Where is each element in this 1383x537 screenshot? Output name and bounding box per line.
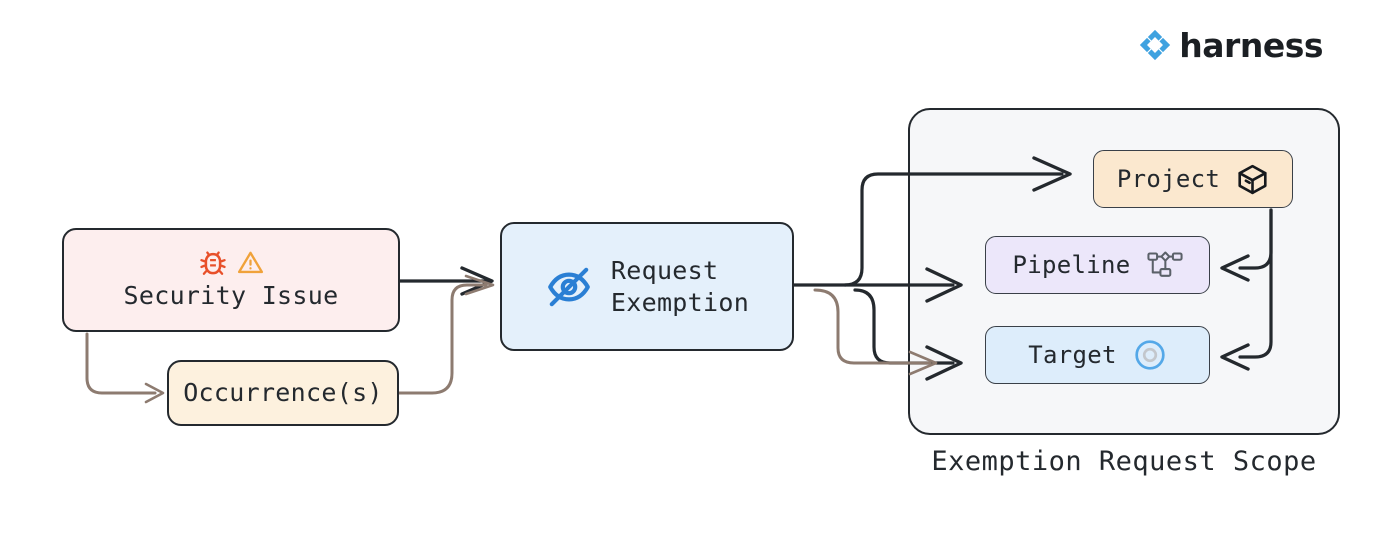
edge-security-issue-to-occurrences (85, 332, 165, 404)
security-issue-icons (199, 249, 264, 277)
node-label: Request Exemption (610, 255, 750, 317)
node-label: Occurrence(s) (183, 378, 383, 407)
harness-wordmark: harness (1179, 25, 1323, 65)
harness-logo: harness (1138, 28, 1323, 62)
node-project[interactable]: Project (1093, 150, 1293, 208)
target-circle-icon (1135, 340, 1165, 370)
eye-off-icon (548, 267, 590, 306)
exemption-request-scope-label: Exemption Request Scope (931, 446, 1317, 477)
node-target[interactable]: Target (985, 326, 1210, 384)
harness-diamond-icon (1140, 29, 1171, 61)
edge-security-issue-to-request-exemption (398, 266, 494, 296)
node-label: Project (1116, 164, 1221, 193)
bug-icon (199, 250, 226, 275)
pipeline-nodes-icon (1146, 251, 1183, 277)
node-occurrences[interactable]: Occurrence(s) (167, 360, 399, 426)
warning-triangle-icon (237, 251, 263, 274)
node-label: Target (1028, 340, 1117, 369)
node-label: Security Issue (123, 280, 339, 310)
node-request-exemption[interactable]: Request Exemption (500, 222, 794, 351)
node-pipeline[interactable]: Pipeline (985, 236, 1210, 294)
cube-icon (1238, 164, 1267, 194)
edge-occurrences-to-request-exemption (397, 274, 495, 395)
node-security-issue[interactable]: Security Issue (62, 228, 400, 332)
node-label: Pipeline (1012, 250, 1131, 279)
